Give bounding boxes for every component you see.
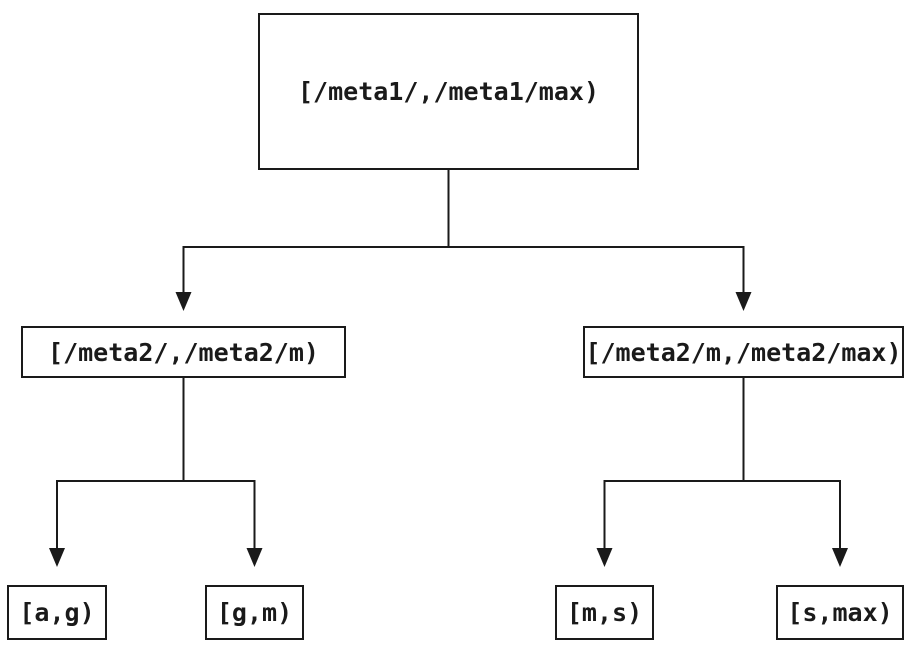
- edge-left-to-leaves: [49, 378, 263, 567]
- node-leaf-m-s: [m,s): [555, 585, 654, 640]
- node-leaf-g-m: [g,m): [205, 585, 304, 640]
- node-root-interval: [/meta1/,/meta1/max): [258, 13, 639, 170]
- node-leaf-a-g: [a,g): [7, 585, 107, 640]
- arrow-down-icon: [832, 548, 848, 567]
- node-right-interval: [/meta2/m,/meta2/max): [583, 326, 904, 378]
- arrow-down-icon: [246, 548, 263, 567]
- arrow-down-icon: [735, 292, 752, 311]
- arrow-down-icon: [596, 548, 613, 567]
- node-left-interval: [/meta2/,/meta2/m): [21, 326, 346, 378]
- arrow-down-icon: [49, 548, 65, 567]
- edge-right-to-leaves: [596, 378, 848, 567]
- arrow-down-icon: [175, 292, 192, 311]
- edge-root-to-children: [175, 170, 752, 311]
- node-leaf-s-max: [s,max): [776, 585, 904, 640]
